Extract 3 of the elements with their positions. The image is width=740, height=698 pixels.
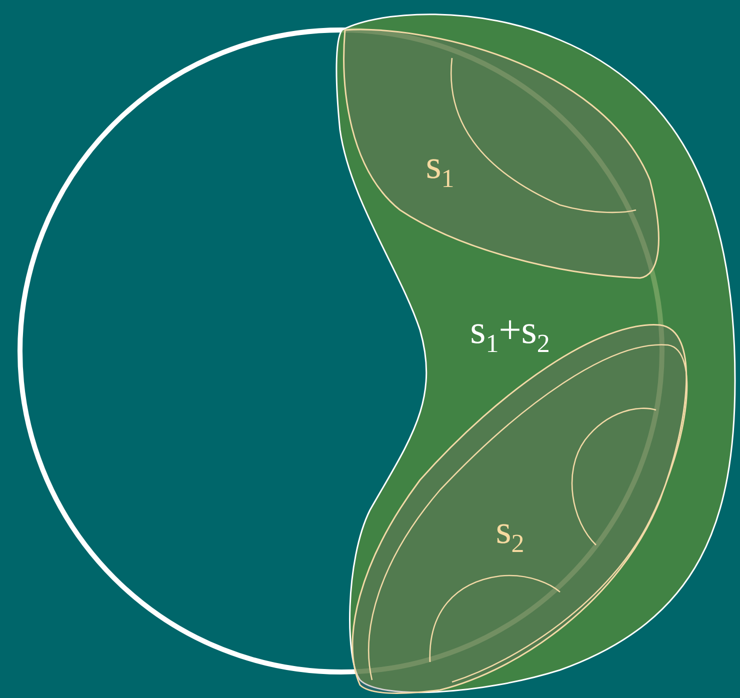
region-label: s$_{2}$: [496, 510, 524, 550]
region-label: s$_{1}$+s$_{2}$: [470, 310, 550, 350]
region-label: s$_{1}$: [426, 145, 454, 185]
